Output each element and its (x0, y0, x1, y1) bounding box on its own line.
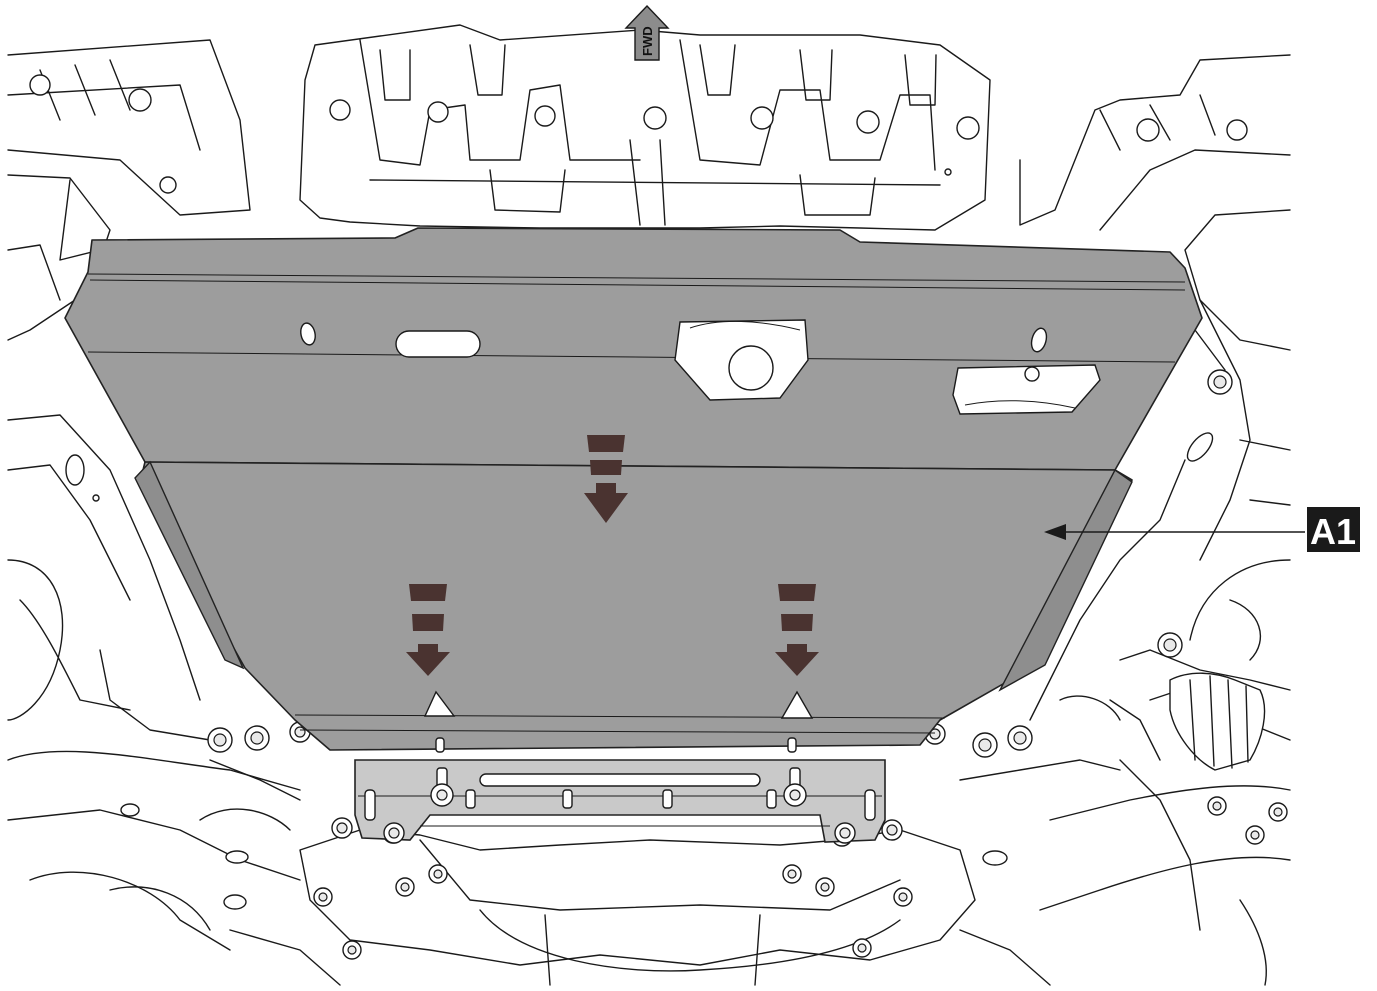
skid-plate-lower-section (139, 461, 1133, 751)
down-arrow-icon (584, 435, 628, 523)
skid-plate-upper-section (64, 227, 1203, 471)
mount-tab (423, 690, 456, 717)
down-arrow-icon (775, 584, 819, 676)
up-arrow-icon (624, 4, 670, 61)
down-arrow-icon (406, 584, 450, 676)
callout-label-box (1307, 507, 1360, 552)
bolt-icon (313, 887, 333, 907)
bolt-icon (428, 864, 448, 884)
bolt-icon (430, 767, 454, 807)
bolt-icon (1157, 632, 1183, 658)
slot-hole (1030, 327, 1048, 353)
bolt-icon (1245, 825, 1265, 845)
bolt-icon (893, 887, 913, 907)
bolt-icon (834, 822, 856, 844)
bolt-icon (342, 940, 362, 960)
vehicle-underbody (7, 24, 1291, 986)
bolt-icon (207, 727, 233, 753)
bolt-icon (1207, 796, 1227, 816)
bolt-icon (852, 938, 872, 958)
bolt-icon (815, 877, 835, 897)
mounting-bolts (207, 369, 1288, 960)
mount-tab (780, 690, 814, 719)
bolt-icon (1007, 725, 1033, 751)
skid-plate-a1 (64, 227, 1203, 753)
install-arrows (406, 435, 819, 676)
bolt-icon (881, 819, 903, 841)
bolt-icon (1268, 802, 1288, 822)
slot-hole (300, 322, 316, 346)
bolt-icon (383, 822, 405, 844)
callout-label: A1 (1310, 511, 1356, 552)
fwd-label: FWD (640, 26, 655, 56)
bolt-icon (782, 864, 802, 884)
callout-a1: A1 (1044, 507, 1360, 552)
fwd-direction-marker: FWD (624, 4, 670, 61)
left-arrow-icon (1044, 524, 1066, 540)
mounting-bracket (354, 759, 886, 844)
bolt-icon (331, 817, 353, 839)
oval-slot (395, 330, 481, 358)
bolt-icon (395, 877, 415, 897)
bolt-icon (972, 732, 998, 758)
bolt-icon (244, 725, 270, 751)
bolt-icon (1207, 369, 1233, 395)
bolt-icon (783, 767, 807, 807)
